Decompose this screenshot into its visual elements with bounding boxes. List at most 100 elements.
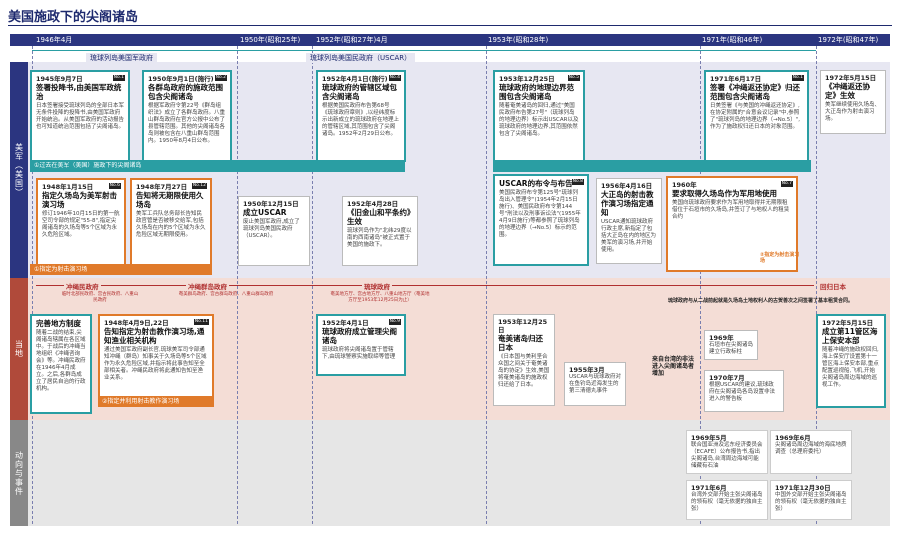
event-1971-jun: 1971年6月 台湾外交部开始主张尖阁诸岛的领有权（毫无依据的独自主张） <box>686 480 768 520</box>
card-no: No.6 <box>108 183 121 189</box>
card-ryukyu-gov: No.9 1952年4月1日 琉球政府成立管理尖阁诸岛 琉球政府将尖阁诸岛置于管… <box>316 314 406 376</box>
card-body: 根据美国民政府布告第68号《琉球政府章则》,以经纬度标示出新成立的琉球政府在地理… <box>322 103 400 137</box>
card-head: USCAR的布令与布告 <box>499 179 573 188</box>
card-body: 琉球政府将尖阁诸岛置于管辖下,由琉球警察实施取缔等管理 <box>322 347 396 360</box>
card-1950: No.2 1950年9月1日(施行) 各群岛政府的施政范围包含尖阁诸岛 根据军政… <box>142 70 232 162</box>
card-body: 石垣市在尖阁诸岛建立行政标柱 <box>709 342 754 355</box>
card-sf-treaty: 1952年4月28日 《旧金山和平条约》生效 琉球列岛作为"北纬29度以南的西南… <box>342 196 418 266</box>
event-1971-dec: 1971年12月30日 中国外交部开始主张尖阁诸岛的领有权（毫无依据的独自主张） <box>770 480 852 520</box>
card-head: 要求取得久场岛作为军用地使用 <box>672 189 777 198</box>
card-body: 修订1946年10月15日的第一航空司令部的规定"55-8",指定尖阁诸岛的久场… <box>42 211 120 238</box>
card-1953: No.5 1953年12月25日 琉球政府的地理边界范围包含尖阁诸岛 随着奄美诸… <box>493 70 585 162</box>
local-gov-a: 冲绳民政府 <box>64 281 101 291</box>
card-1972: 1972年5月15日 《冲绳返还协定》生效 美军继续使用久场岛、大正岛作为射击演… <box>820 70 886 134</box>
card-1948-apr: No.11 1948年4月9日,22日 告知指定为射击教作演习场,通知渔业相关机… <box>98 314 214 404</box>
page-title: 美国施政下的尖阁诸岛 <box>8 10 139 25</box>
card-no: No.9 <box>388 319 401 325</box>
vline-1946 <box>32 46 33 524</box>
local-gov-d: 回归日本 <box>818 281 848 291</box>
vline-1972 <box>816 46 817 524</box>
tick-1946: 1946年4月 <box>36 36 73 44</box>
title-rule <box>8 25 892 26</box>
card-head: 告知指定为射击教作演习场,通知渔业相关机构 <box>104 327 205 345</box>
card-no: No.1 <box>112 75 125 81</box>
card-body: 通过美国军政府副长官,琉球美军司令部通知冲绳（群岛）知事关于久场岛等5个区域作为… <box>104 347 207 381</box>
card-date: 1948年1月15日 <box>42 183 94 191</box>
card-head: 《旧金山和平条约》生效 <box>347 208 411 226</box>
card-body: 根据USCAR的建议,琉球政府在尖阁诸岛各岛设置非法进入的警告板 <box>709 382 776 402</box>
card-head: 告知将无期限使用久场岛 <box>136 191 204 209</box>
card-no: No.1 <box>791 75 804 81</box>
card-1960: No.7 1960年 要求取得久场岛作为军用地使用 美国向琉球政府要求作为军用地… <box>666 176 798 272</box>
card-no: No.8 <box>571 179 584 185</box>
card-local-system: 完善地方制度 随着二战的结束,尖阁诸岛辖属在各区域中。于战后的冲绳当地组织《冲绳… <box>30 314 92 414</box>
card-body: 美军继续使用久场岛、大正岛作为射击演习场。 <box>825 102 881 122</box>
card-1952: No.4 1952年4月1日(施行) 琉球政府的管辖区域包含尖阁诸岛 根据美国民… <box>316 70 406 162</box>
card-head: 琉球政府的管辖区域包含尖阁诸岛 <box>322 83 397 101</box>
gov-label-2: 琉球列岛美国民政府（USCAR） <box>306 53 416 63</box>
card-body: 日美签署《与美国的冲绳返还协定》,在协定附属的"合意会议记录"中,参照了"琉球列… <box>710 103 801 130</box>
card-no: No.5 <box>567 75 580 81</box>
event-1969-jun: 1969年6月 尖阁诸岛周边海域的海底地质调查（总理府委托） <box>770 430 852 474</box>
card-body: 随着奄美诸岛的回归,通过"美国民政府布告第27号"（琉球列岛的地理边界）标示出U… <box>499 103 579 137</box>
timeline-bar <box>10 34 890 46</box>
taiwan-note: 来自台湾的非法进入尖阁诸岛者增加 <box>652 356 695 377</box>
event-body: 联合国亚洲及远东经济委员会（ECAFE）公布报告书,指出尖阁诸岛,台湾周边海域可… <box>691 442 763 469</box>
card-date: 1955年3月 <box>569 366 605 374</box>
card-head: 奄美诸岛归还日本 <box>498 334 543 352</box>
card-date: 1972年5月15日 <box>822 319 874 327</box>
card-date: 1950年12月15日 <box>243 200 299 208</box>
card-date: 1945年9月7日 <box>36 75 83 83</box>
card-no: No.11 <box>193 319 209 325</box>
card-no: No.12 <box>191 183 207 189</box>
tick-1950: 1950年(昭和25年) <box>240 36 301 44</box>
card-body: USCAR与琉球政府对在鱼钓岛近海发生的第三清德丸事件 <box>569 374 621 394</box>
card-date: 1972年5月15日 <box>825 74 877 82</box>
card-date: 1971年6月17日 <box>710 75 762 83</box>
card-date: 1950年9月1日(施行) <box>148 75 214 83</box>
card-1972-coastguard: 1972年5月15日 成立第11管区海上保安本部 随着冲绳的施政权回归,海上保安… <box>816 314 886 408</box>
card-body: 琉球列岛作为"北纬29度以南的西南诸岛"被正式置于美国的施政下。 <box>347 228 412 248</box>
card-date: 1956年4月16日 <box>601 182 653 190</box>
card-1955: 1955年3月 USCAR与琉球政府对在鱼钓岛近海发生的第三清德丸事件 <box>564 362 626 406</box>
card-head: 成立第11管区海上保安本部 <box>822 327 878 345</box>
card-body: 根据军政府令第22号《群岛组织法》成立了各群岛政府。八重山群岛政府在官方公报中公… <box>148 103 226 144</box>
card-body: 美国向琉球政府要求作为军用地取得并无期限租借位于石垣市的久场岛,并签订了与地权人… <box>672 200 790 220</box>
card-1945: No.1 1945年9月7日 签署投降书,由美国军政统治 日本签署接受琉球列岛的… <box>30 70 130 162</box>
card-date: 1948年4月9日,22日 <box>104 319 169 327</box>
local-gov-line <box>36 285 814 286</box>
card-no: No.4 <box>388 75 401 81</box>
event-body: 台湾外交部开始主张尖阁诸岛的领有权（毫无依据的独自主张） <box>691 492 763 512</box>
local-gov-c: 琉球政府 <box>362 281 392 291</box>
orange-note-1960: ②指定为射击演习场 <box>760 252 800 264</box>
card-body: USCAR通知琉球政府行政主席,新指定了包括大正岛在内的地区为美军的演习场,并开… <box>601 219 657 253</box>
card-no: No.7 <box>780 181 793 187</box>
card-1948-jan: No.6 1948年1月15日 指定久场岛为美军射击演习场 修订1946年10月… <box>36 178 126 274</box>
card-uscar: 1950年12月15日 成立USCAR 废止美国军政府,成立了琉球列岛美国民政府… <box>238 196 310 266</box>
card-date: 1953年12月25日 <box>498 318 548 334</box>
card-amami: 1953年12月25日 奄美诸岛归还日本 《日本国与美利坚合众国之间关于奄美诸岛… <box>493 314 555 406</box>
card-body: 《日本国与美利坚合众国之间关于奄美诸岛的协定》生效,美国将奄美诸岛的施政权归还给… <box>498 354 550 388</box>
card-body: 美国民政府布令第125号"琉球列岛出入管理令"(1954年2月15日施行)、美国… <box>499 190 581 238</box>
tick-1952: 1952年(昭和27年)4月 <box>316 36 388 44</box>
event-body: 尖阁诸岛周边海域的海底地质调查（总理府委托） <box>775 442 847 455</box>
card-date: 1952年4月1日 <box>322 319 369 327</box>
teal-bar-1: ①过去在美军（美国）施政下的尖阁诸岛 <box>30 160 405 172</box>
card-body: 美军工兵队总务部长告知民政官管是否被移交给军,包括久场岛在内的5个区域为永久危险… <box>136 211 206 238</box>
card-head: 完善地方制度 <box>36 319 81 328</box>
local-gov-sub-3: 奄美地方厅、宫古地方厅、八重山地方厅（奄美地方厅至1953年12月25日为止） <box>330 292 430 303</box>
card-1969: 1969年 石垣市在尖阁诸岛建立行政标柱 <box>704 330 758 360</box>
local-gov-sub-1: 临时北部民政府、宫古民政府、八重山民政府 <box>61 292 139 303</box>
card-head: 各群岛政府的施政范围包含尖阁诸岛 <box>148 83 223 101</box>
orange-bar-1: ①指定为射击演习场 <box>30 264 212 275</box>
tick-1971: 1971年(昭和46年) <box>702 36 763 44</box>
card-date: 1960年 <box>672 181 697 189</box>
card-head: 琉球政府的地理边界范围包含尖阁诸岛 <box>499 83 574 101</box>
lease-note: 琉球政府与从二战前起就是久场岛土地权利人的古贺善次之间签署了基本租赁合同。 <box>668 298 854 304</box>
card-1948-jul: No.12 1948年7月27日 告知将无期限使用久场岛 美军工兵队总务部长告知… <box>130 178 212 274</box>
event-date: 1969年5月 <box>691 434 727 442</box>
card-date: 1952年4月28日 <box>347 200 399 208</box>
tick-1972: 1972年(昭和47年) <box>818 36 879 44</box>
gov-label-1: 琉球列岛美国军政府 <box>86 53 157 63</box>
card-date: 1969年 <box>709 334 734 342</box>
